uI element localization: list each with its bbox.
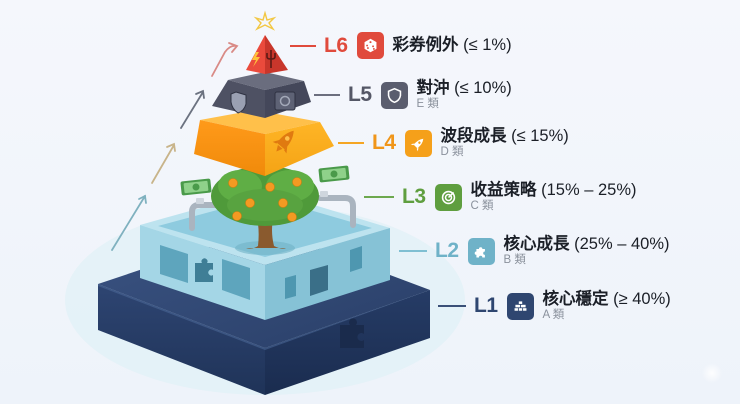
- level-text: 收益策略 (15% – 25%) C 類: [471, 182, 637, 212]
- level-l1: L1 核心穩定 (≥ 40%) A 類: [438, 291, 671, 321]
- level-l5: L5 對沖 (≤ 10%) E 類: [314, 80, 512, 110]
- connector-line: [364, 196, 394, 198]
- level-class: B 類: [503, 253, 526, 266]
- level-class: D 類: [440, 145, 464, 158]
- level-title: 核心成長 (25% – 40%): [504, 236, 670, 253]
- shield-icon: [380, 81, 408, 109]
- connector-line: [399, 250, 427, 252]
- level-name: 波段成長: [440, 127, 507, 145]
- level-title: 波段成長 (≤ 15%): [441, 128, 569, 145]
- level-code: L4: [372, 131, 396, 154]
- money-bills: [180, 165, 350, 196]
- target-icon: [434, 183, 462, 211]
- connector-line: [438, 305, 466, 307]
- level-text: 對沖 (≤ 10%) E 類: [417, 80, 512, 110]
- level-text: 核心穩定 (≥ 40%) A 類: [543, 291, 671, 321]
- l5-block: [212, 72, 311, 118]
- level-title: 對沖 (≤ 10%): [417, 80, 512, 97]
- level-range: (≤ 10%): [454, 79, 512, 97]
- level-class: A 類: [542, 308, 565, 321]
- level-text: 彩券例外 (≤ 1%): [393, 37, 512, 54]
- level-text: 波段成長 (≤ 15%) D 類: [441, 128, 569, 158]
- puzzle-icon: [467, 237, 495, 265]
- level-code: L1: [474, 294, 498, 317]
- level-name: 核心穩定: [542, 290, 609, 308]
- bricks-icon: [506, 292, 534, 320]
- level-code: L2: [435, 239, 459, 262]
- level-l3: L3 收益策略 (15% – 25%) C 類: [364, 182, 637, 212]
- level-range: (≤ 15%): [511, 127, 569, 145]
- level-name: 核心成長: [503, 235, 570, 253]
- connector-line: [314, 94, 340, 96]
- level-code: L3: [402, 185, 426, 208]
- l6-pyramid: [246, 10, 288, 74]
- water-pipes: [189, 195, 356, 231]
- connector-line: [290, 44, 316, 47]
- level-code: L5: [348, 83, 372, 106]
- level-range: (≤ 1%): [463, 36, 512, 55]
- rocket-icon: [404, 129, 432, 157]
- level-title: 彩券例外 (≤ 1%): [393, 37, 512, 54]
- l3-tree: [211, 166, 319, 255]
- level-l6: L6 彩券例外 (≤ 1%): [290, 32, 512, 59]
- level-name: 彩券例外: [392, 36, 459, 55]
- dice-icon: [356, 32, 384, 59]
- level-class: C 類: [470, 199, 494, 212]
- level-range: (≥ 40%): [613, 290, 671, 308]
- level-l4: L4 波段成長 (≤ 15%) D 類: [338, 128, 569, 158]
- level-name: 收益策略: [470, 181, 537, 199]
- level-class: E 類: [416, 97, 439, 110]
- level-title: 收益策略 (15% – 25%): [471, 182, 637, 199]
- level-text: 核心成長 (25% – 40%) B 類: [504, 236, 670, 266]
- level-range: (15% – 25%): [541, 181, 637, 199]
- level-range: (25% – 40%): [574, 235, 670, 253]
- l4-block: [194, 110, 334, 176]
- level-l2: L2 核心成長 (25% – 40%) B 類: [399, 236, 670, 266]
- connector-line: [338, 142, 364, 144]
- level-title: 核心穩定 (≥ 40%): [543, 291, 671, 308]
- level-name: 對沖: [416, 79, 450, 97]
- level-code: L6: [324, 33, 348, 57]
- growth-arrows: [111, 42, 239, 251]
